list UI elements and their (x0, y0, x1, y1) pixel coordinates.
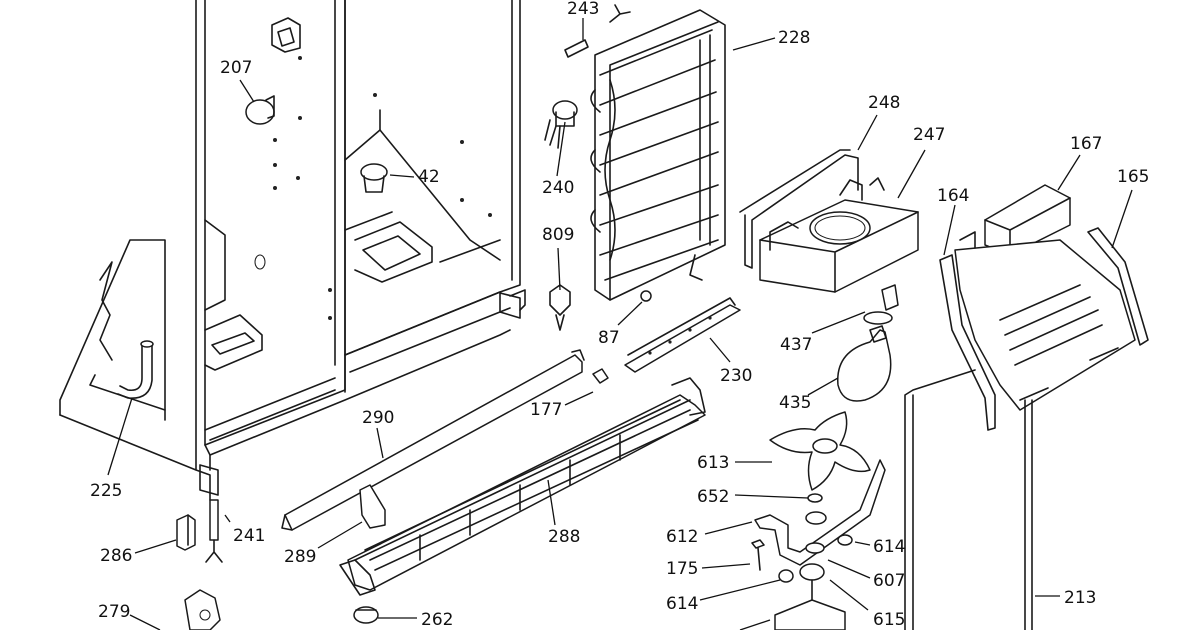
callout-607: 607 (873, 571, 905, 591)
heater-wire-243 (564, 4, 631, 58)
motor-615 (774, 563, 846, 630)
callout-435: 435 (779, 393, 811, 413)
cover-panel-213 (904, 369, 1033, 630)
hinge-286 (176, 514, 196, 551)
callout-248: 248 (868, 93, 900, 113)
grommet-614-bottom (778, 569, 794, 583)
cabinet-liner (59, 0, 526, 501)
lamp-cover-248 (739, 149, 859, 269)
screw-175 (751, 539, 765, 571)
callout-437: 437 (780, 335, 812, 355)
callout-207: 207 (220, 58, 252, 78)
callout-213: 213 (1064, 588, 1096, 608)
evaporator-228 (590, 9, 726, 301)
pin-241 (205, 499, 223, 563)
callout-230: 230 (720, 366, 752, 386)
callout-42: 42 (418, 167, 440, 187)
callout-164: 164 (937, 186, 969, 206)
washer-652 (807, 493, 823, 503)
callout-809: 809 (542, 225, 574, 245)
screw-87 (640, 290, 652, 302)
brace-290 (281, 349, 585, 531)
callout-288: 288 (548, 527, 580, 547)
callout-614-top: 614 (873, 537, 905, 557)
grommet-614-top (837, 534, 853, 546)
track-230 (624, 297, 741, 373)
lamp-housing-247 (759, 177, 919, 293)
callout-241: 241 (233, 526, 265, 546)
control-part-top (271, 17, 301, 53)
callout-614-bottom: 614 (666, 594, 698, 614)
lamp-socket-437 (863, 284, 899, 325)
fuse-809 (549, 284, 571, 331)
seal-strip-164 (939, 254, 996, 431)
bracket-612 (754, 459, 886, 566)
callout-167: 167 (1070, 134, 1102, 154)
callout-612: 612 (666, 527, 698, 547)
evaporator-cover-167 (954, 184, 1136, 411)
callout-279: 279 (98, 602, 130, 622)
thermostat-240 (544, 100, 578, 149)
clip-289 (359, 484, 386, 529)
callout-labels: 243 228 207 42 240 248 247 167 165 164 8… (90, 0, 1149, 630)
callout-289: 289 (284, 547, 316, 567)
grille-288 (339, 377, 706, 596)
drain-tube-225 (117, 340, 154, 399)
callout-247: 247 (913, 125, 945, 145)
callout-286: 286 (100, 546, 132, 566)
callout-652: 652 (697, 487, 729, 507)
callout-613: 613 (697, 453, 729, 473)
leveler-279 (184, 589, 221, 630)
callout-615: 615 (873, 610, 905, 630)
callout-177: 177 (530, 400, 562, 420)
callout-175: 175 (666, 559, 698, 579)
leader-lines (107, 18, 1133, 630)
callout-225: 225 (90, 481, 122, 501)
callout-290: 290 (362, 408, 394, 428)
callout-240: 240 (542, 178, 574, 198)
callout-165: 165 (1117, 167, 1149, 187)
damper-knob-207 (245, 95, 275, 125)
callout-228: 228 (778, 28, 810, 48)
washer-607 (805, 542, 825, 554)
seal-strip-165 (1087, 227, 1149, 346)
callout-243: 243 (567, 0, 599, 19)
fan-blade-613 (769, 411, 871, 491)
roller-262 (353, 606, 379, 624)
light-socket-42 (360, 163, 388, 193)
screw-177 (592, 368, 609, 384)
light-bulb-435 (837, 325, 892, 402)
callout-87: 87 (598, 328, 620, 348)
callout-262: 262 (421, 610, 453, 630)
